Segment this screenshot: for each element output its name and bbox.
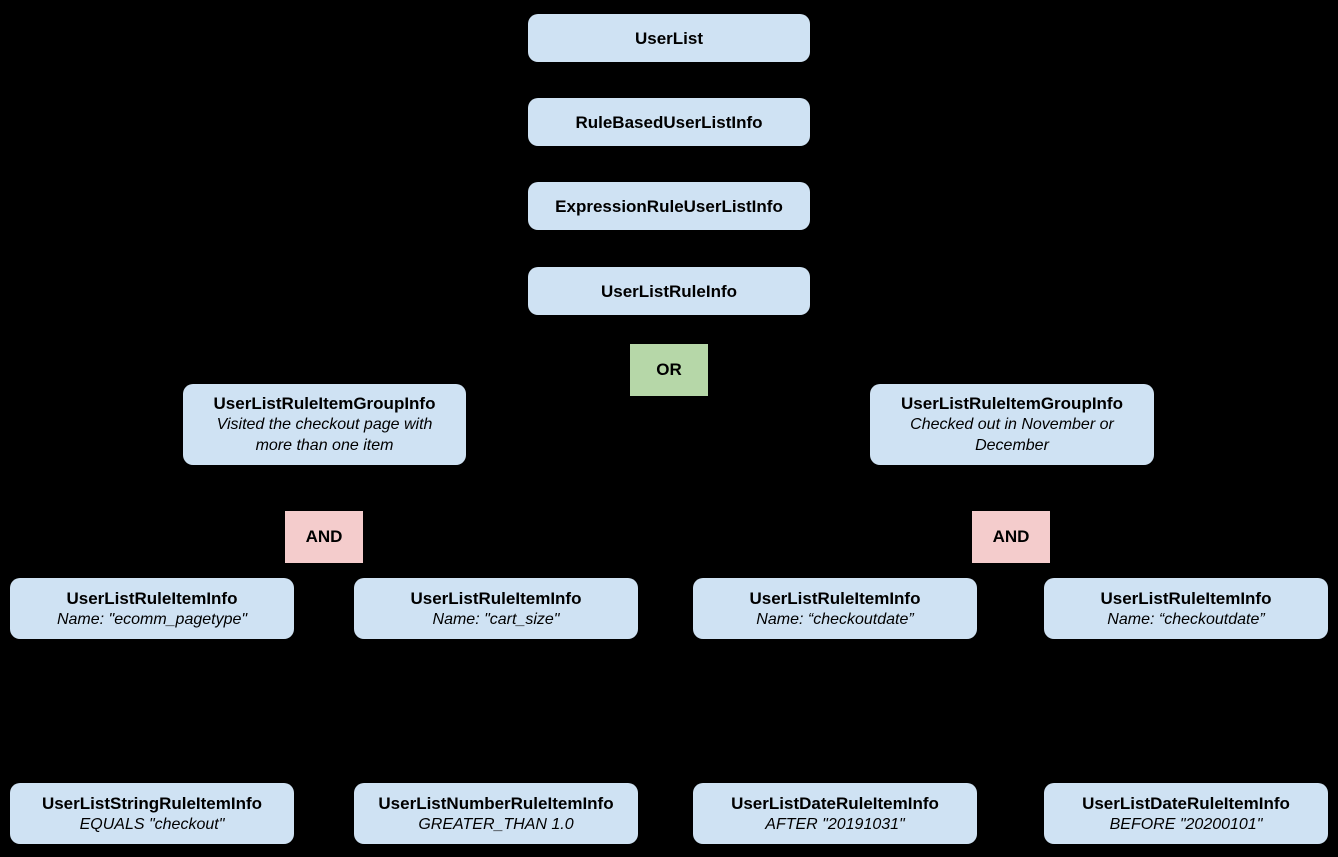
rule-item-checkoutdate-2: UserListRuleItemInfo Name: “checkoutdate… bbox=[1044, 578, 1328, 639]
operand-title: UserListNumberRuleItemInfo bbox=[378, 793, 614, 813]
operand-detail: EQUALS "checkout" bbox=[79, 815, 225, 833]
rule-item-ecomm-pagetype: UserListRuleItemInfo Name: "ecomm_pagety… bbox=[10, 578, 294, 639]
node-user-list-rule-info: UserListRuleInfo bbox=[528, 267, 810, 315]
node-user-list: UserList bbox=[528, 14, 810, 62]
and-operator-left: AND bbox=[285, 511, 363, 563]
node-label: ExpressionRuleUserListInfo bbox=[555, 196, 783, 216]
operand-string-rule-item: UserListStringRuleItemInfo EQUALS "check… bbox=[10, 783, 294, 844]
node-rule-based-user-list-info: RuleBasedUserListInfo bbox=[528, 98, 810, 146]
group-title: UserListRuleItemGroupInfo bbox=[901, 394, 1123, 413]
rule-item-title: UserListRuleItemInfo bbox=[749, 588, 921, 608]
or-operator-label: OR bbox=[656, 360, 682, 379]
rule-item-detail: Name: “checkoutdate” bbox=[1107, 610, 1265, 628]
rule-item-title: UserListRuleItemInfo bbox=[66, 588, 238, 608]
and-operator-label: AND bbox=[992, 527, 1030, 546]
operand-date-rule-item-before: UserListDateRuleItemInfo BEFORE "2020010… bbox=[1044, 783, 1328, 844]
group-description: Checked out in November or December bbox=[910, 416, 1114, 454]
group-description: Visited the checkout page with more than… bbox=[216, 416, 433, 454]
operand-date-rule-item-after: UserListDateRuleItemInfo AFTER "20191031… bbox=[693, 783, 977, 844]
group-title: UserListRuleItemGroupInfo bbox=[213, 394, 436, 413]
node-label: UserList bbox=[634, 28, 704, 48]
operand-detail: AFTER "20191031" bbox=[765, 815, 905, 833]
or-operator: OR bbox=[630, 344, 708, 396]
and-operator-label: AND bbox=[305, 527, 343, 546]
node-label: RuleBasedUserListInfo bbox=[575, 112, 763, 132]
rule-item-detail: Name: "cart_size" bbox=[432, 610, 560, 628]
node-expression-rule-user-list-info: ExpressionRuleUserListInfo bbox=[528, 182, 810, 230]
and-operator-right: AND bbox=[972, 511, 1050, 563]
operand-detail: BEFORE "20200101" bbox=[1109, 815, 1263, 833]
operand-detail: GREATER_THAN 1.0 bbox=[418, 815, 574, 833]
rule-item-title: UserListRuleItemInfo bbox=[410, 588, 582, 608]
operand-number-rule-item: UserListNumberRuleItemInfo GREATER_THAN … bbox=[354, 783, 638, 844]
rule-item-detail: Name: "ecomm_pagetype" bbox=[56, 610, 248, 628]
group-right: UserListRuleItemGroupInfo Checked out in… bbox=[870, 384, 1154, 465]
group-left: UserListRuleItemGroupInfo Visited the ch… bbox=[183, 384, 466, 465]
rule-item-cart-size: UserListRuleItemInfo Name: "cart_size" bbox=[354, 578, 638, 639]
rule-item-checkoutdate-1: UserListRuleItemInfo Name: “checkoutdate… bbox=[693, 578, 977, 639]
rule-item-detail: Name: “checkoutdate” bbox=[756, 610, 914, 628]
rule-item-title: UserListRuleItemInfo bbox=[1100, 588, 1272, 608]
node-label: UserListRuleInfo bbox=[600, 281, 738, 301]
operand-title: UserListStringRuleItemInfo bbox=[41, 793, 263, 813]
operand-title: UserListDateRuleItemInfo bbox=[1082, 793, 1290, 813]
operand-title: UserListDateRuleItemInfo bbox=[731, 793, 939, 813]
